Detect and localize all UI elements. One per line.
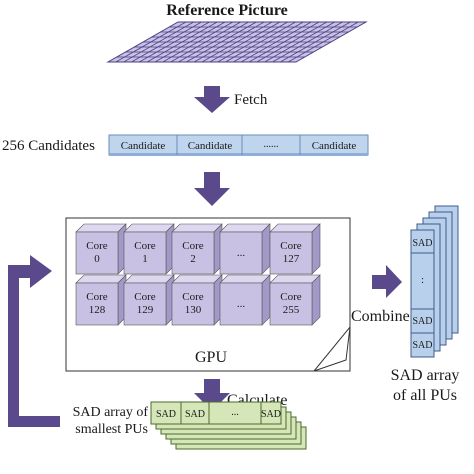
core-label: ...: [237, 298, 246, 310]
candidate-cell: Candidate: [188, 140, 233, 152]
sad-all-cell: SAD: [412, 316, 432, 327]
combine-arrow: [372, 265, 402, 298]
reference-picture-grid: [106, 21, 368, 63]
fetch-arrow: [194, 86, 230, 113]
sad-small-cell: SAD: [261, 409, 281, 420]
sad-small-stack: [150, 401, 307, 450]
sad-small-label: SAD array of: [73, 405, 149, 420]
sad-small-label: smallest PUs: [75, 422, 148, 437]
core-block: ...: [219, 223, 271, 275]
combine-label: Combine: [351, 308, 410, 325]
reference-picture-title: Reference Picture: [166, 2, 288, 19]
sad-all-label: SAD array: [391, 367, 460, 384]
candidate-ellipsis: ......: [264, 139, 279, 150]
sad-small-cell: SAD: [156, 409, 176, 420]
sad-all-stack: [410, 205, 459, 358]
feedback-arrow: [8, 255, 60, 427]
sad-small-cell: SAD: [185, 409, 205, 420]
fetch-label: Fetch: [234, 92, 268, 108]
candidate-cell: Candidate: [121, 140, 166, 152]
candidates-bar: [108, 134, 369, 156]
candidates-label: 256 Candidates: [2, 138, 95, 154]
gpu-label: GPU: [195, 349, 227, 366]
sad-all-label: of all PUs: [393, 387, 457, 404]
core-label: ...: [237, 247, 246, 259]
sad-all-dots: :: [421, 274, 424, 286]
sad-small-dots: ...: [231, 407, 239, 418]
candidate-cell: Candidate: [312, 140, 357, 152]
sad-all-cell: SAD: [412, 340, 432, 351]
down-arrow: [194, 172, 230, 206]
core-block: ...: [219, 274, 271, 326]
calculate-arrow: [194, 379, 230, 411]
sad-all-cell: SAD: [412, 238, 432, 249]
